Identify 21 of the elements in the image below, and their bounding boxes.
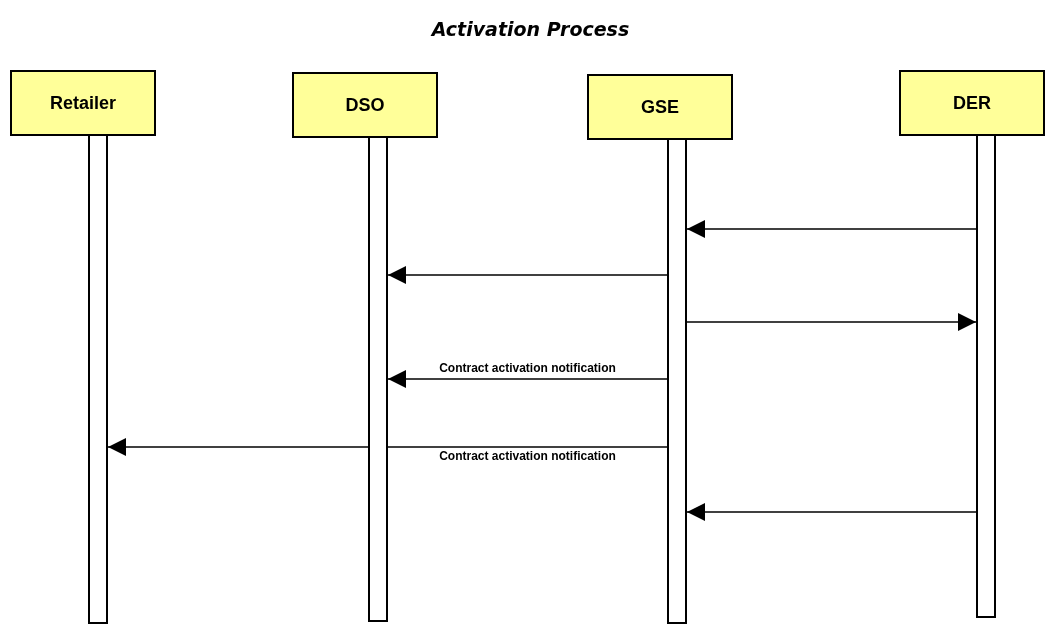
message-arrow: [686, 313, 977, 331]
lifeline-bar: [88, 134, 108, 624]
participant-name: GSE: [641, 96, 679, 118]
message-arrow: [387, 370, 668, 388]
participant-name: Retailer: [49, 92, 116, 114]
lifeline-bar: [667, 138, 687, 624]
message-arrow: [107, 438, 369, 456]
participant-box: [587, 74, 733, 140]
lifeline-bar: [976, 134, 996, 618]
message-label: Contract activation notification: [438, 449, 617, 463]
lifeline-bar: [368, 136, 388, 622]
participant-box: [899, 70, 1045, 136]
message-arrow: [686, 220, 977, 238]
message-arrow: [387, 266, 668, 284]
message-label: Contract activation notification: [438, 361, 617, 375]
diagram-title: Activation Process: [429, 18, 631, 40]
participant-box: [10, 70, 156, 136]
message-arrow: [686, 503, 977, 521]
participant-box: [292, 72, 438, 138]
participant-name: DSO: [345, 94, 385, 116]
participant-name: DER: [953, 92, 991, 114]
